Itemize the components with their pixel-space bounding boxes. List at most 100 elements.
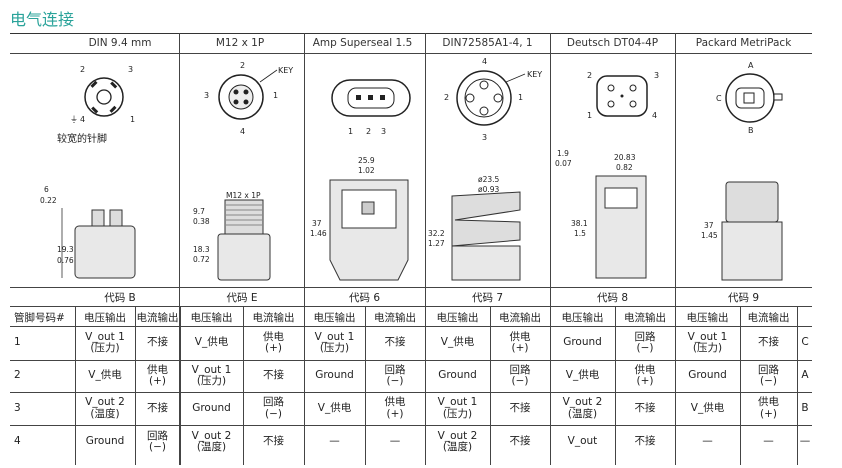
pinout-cell-line: 不接 xyxy=(147,336,168,349)
pinout-cell-line: — xyxy=(329,435,340,448)
pinout-cell-line: V_供电 xyxy=(194,336,229,349)
pinout-cell-line: 不接 xyxy=(509,401,531,414)
svg-text:6: 6 xyxy=(44,185,49,194)
svg-text:1.5: 1.5 xyxy=(574,229,586,238)
pinout-cell-line: (压力) xyxy=(692,342,723,354)
table-row-rule xyxy=(10,425,812,426)
din-pin-1: 1 xyxy=(130,115,135,124)
pin-letter-cell: A xyxy=(801,369,809,382)
pinout-cell-line: V_out 1 xyxy=(437,396,478,409)
pinout-cell: 不接 xyxy=(740,326,797,360)
svg-text:1.45: 1.45 xyxy=(701,231,718,240)
pin-number-cell: 4 xyxy=(14,435,21,447)
connector-header-packard: Packard MetriPack xyxy=(695,37,792,49)
current-output-header: 电流输出 xyxy=(374,312,416,324)
pinout-cell-line: Ground xyxy=(563,336,602,349)
svg-text:0.82: 0.82 xyxy=(616,163,633,172)
din-body-drawing: 6 0.22 19.3 0.76 xyxy=(40,185,136,279)
pinout-cell-line: (温度) xyxy=(442,441,473,453)
svg-text:37: 37 xyxy=(704,221,714,230)
pinout-cell-line: Ground xyxy=(688,369,727,382)
pinout-cell: — xyxy=(675,425,740,459)
table-row-rule xyxy=(10,392,812,393)
pinout-cell-line: 供电 xyxy=(263,330,284,343)
pinout-cell-line: V_out 2 xyxy=(562,396,603,409)
svg-text:9.7: 9.7 xyxy=(193,207,205,216)
pinout-cell-line: (+) xyxy=(636,375,654,387)
pinout-cell: V_供电 xyxy=(675,392,740,425)
table-divider xyxy=(740,306,741,465)
divider xyxy=(179,33,180,465)
svg-text:ø23.5: ø23.5 xyxy=(478,175,500,184)
pinout-cell-line: 不接 xyxy=(634,435,656,448)
pinout-cell-line: 不接 xyxy=(634,401,656,414)
pinout-cell-line: Ground xyxy=(438,369,477,382)
pinout-cell-line: (−) xyxy=(386,375,404,387)
pinout-cell: V_out 2(温度) xyxy=(550,392,615,425)
svg-text:0.07: 0.07 xyxy=(555,159,572,168)
table-divider xyxy=(797,306,798,465)
pinout-cell: V_供电 xyxy=(550,360,615,392)
deutsch-body-drawing: 1.9 0.07 20.83 0.82 38.1 1.5 xyxy=(555,149,647,279)
svg-text:KEY: KEY xyxy=(527,70,542,79)
svg-text:2: 2 xyxy=(444,93,449,102)
table-divider xyxy=(615,306,616,465)
svg-text:4: 4 xyxy=(240,127,245,136)
pinout-cell-line: (−) xyxy=(636,342,654,354)
table-divider xyxy=(75,306,76,465)
connector-diagrams: 2 3 4 1 ⏚ 6 0.22 19.3 0.76 KEY 2 3 1 4 xyxy=(40,57,783,281)
pinout-cell-line: 回路 xyxy=(634,330,656,343)
pinout-cell: V_out 1(压力) xyxy=(75,326,135,360)
svg-text:A: A xyxy=(748,61,754,70)
svg-text:4: 4 xyxy=(482,57,487,66)
pinout-cell: Ground xyxy=(304,360,365,392)
svg-text:3: 3 xyxy=(654,71,659,80)
pinout-cell: 供电(+) xyxy=(135,360,180,392)
pinout-cell-line: 回路 xyxy=(147,429,168,442)
pinout-cell: V_out 1(压力) xyxy=(425,392,490,425)
connector-header-amp: Amp Superseal 1.5 xyxy=(312,37,413,49)
svg-text:1: 1 xyxy=(348,127,353,136)
divider xyxy=(550,33,551,465)
pinout-cell: V_out 1(压力) xyxy=(675,326,740,360)
pinout-cell: 不接 xyxy=(243,360,304,392)
pinout-cell: 回路(−) xyxy=(135,425,180,459)
pinout-cell-line: (+) xyxy=(149,375,166,387)
pin-number-cell: 1 xyxy=(14,336,21,348)
divider xyxy=(304,33,305,465)
pinout-cell-line: — xyxy=(763,435,774,448)
pinout-cell: 不接 xyxy=(243,425,304,459)
voltage-output-header: 电压输出 xyxy=(190,312,233,324)
pinout-cell: V_供电 xyxy=(180,326,243,360)
svg-text:0.76: 0.76 xyxy=(57,256,74,265)
pinout-cell: 不接 xyxy=(615,425,675,459)
pinout-cell-line: (温度) xyxy=(567,407,598,420)
current-output-header: 电流输出 xyxy=(499,312,541,324)
pinout-cell: 不接 xyxy=(135,392,180,425)
packard-face-drawing: A C B xyxy=(716,61,783,135)
pinout-cell: V_供电 xyxy=(304,392,365,425)
pinout-cell-line: V_out 1 xyxy=(687,330,728,343)
pin-number-header: 管脚号码# xyxy=(14,312,65,324)
svg-text:0.72: 0.72 xyxy=(193,255,210,264)
pinout-cell-line: 不接 xyxy=(263,435,284,448)
svg-text:B: B xyxy=(748,126,754,135)
divider xyxy=(675,33,676,465)
connector-header-din: DIN 9.4 mm xyxy=(88,37,152,49)
pinout-cell-line: — xyxy=(702,435,713,448)
pinout-cell: Ground xyxy=(75,425,135,459)
voltage-output-header: 电压输出 xyxy=(686,312,729,324)
pinout-cell: V_out xyxy=(550,425,615,459)
din72585-body-drawing: ø23.5 ø0.93 32.2 1.27 xyxy=(428,175,521,281)
svg-text:20.83: 20.83 xyxy=(614,153,636,162)
svg-text:3: 3 xyxy=(482,133,487,142)
amp-body-drawing: 25.9 1.02 37 1.46 xyxy=(310,156,409,281)
svg-text:1.9: 1.9 xyxy=(557,149,569,158)
din72585-face-drawing: KEY 4 2 1 3 xyxy=(444,57,542,142)
pinout-cell-line: V_out 1 xyxy=(191,363,232,376)
pinout-cell-line: (−) xyxy=(511,375,529,387)
pinout-cell: 回路(−) xyxy=(243,392,304,425)
pinout-cell: V_out 2(温度) xyxy=(425,425,490,459)
din-wide-pin-note: 较宽的针脚 xyxy=(57,134,107,145)
pinout-cell: Ground xyxy=(550,326,615,360)
